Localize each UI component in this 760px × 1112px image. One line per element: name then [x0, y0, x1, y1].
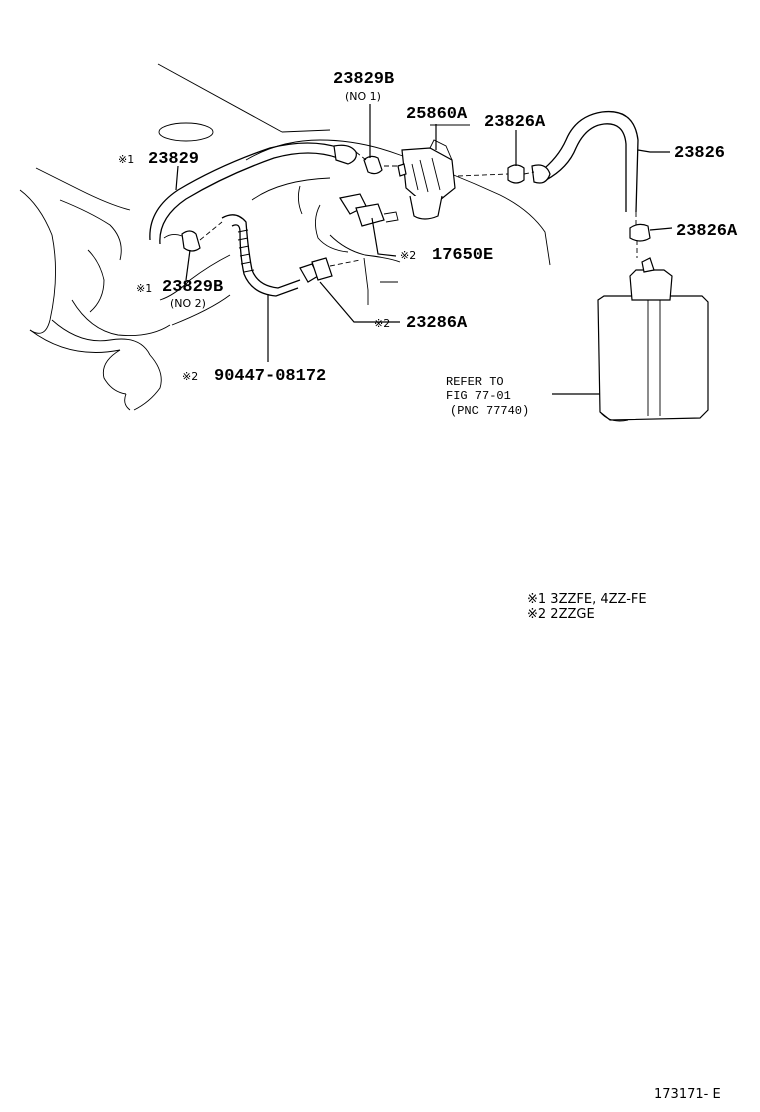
check-valve-23286a [299, 257, 361, 283]
engine-outline [19, 63, 551, 411]
label-23829: ※1 23829 [118, 150, 199, 169]
label-23829b-no2: ※1 23829B (NO 2) [136, 278, 223, 310]
reference-note: REFER TO FIG 77-01 (PNC 77740) [446, 375, 529, 418]
part-number-23826a-top: 23826A [484, 113, 546, 132]
clamp-23829b-no2 [163, 230, 201, 252]
reference-line-3: (PNC 77740) [450, 404, 529, 418]
charcoal-canister [597, 212, 709, 422]
part-number-23826a-right: 23826A [676, 222, 738, 241]
part-number-23826: 23826 [674, 144, 725, 163]
clamp-23826a-top [507, 164, 525, 184]
legend: ※1 3ZZFE, 4ZZ-FE ※2 2ZZGE [527, 592, 647, 622]
clamp-23826a-right [629, 223, 651, 242]
figure-code: 173171- E [654, 1087, 721, 1102]
vsv-25860a [397, 139, 456, 220]
label-90447-08172: ※2 90447-08172 [182, 367, 326, 386]
part-note-no1: (NO 1) [345, 90, 381, 103]
part-number-23286a: 23286A [406, 314, 468, 333]
part-number-23829b-no2: 23829B [162, 278, 223, 297]
dashed-connectors [199, 151, 535, 241]
part-note-no2: (NO 2) [170, 297, 206, 310]
mark-23286a: ※2 [374, 317, 390, 330]
ring-clamp [158, 122, 214, 142]
label-17650e: ※2 17650E [400, 246, 493, 265]
mark-90447: ※2 [182, 370, 198, 383]
part-number-23829b-no1: 23829B [333, 70, 394, 89]
hose-90447-08172 [221, 214, 301, 297]
label-23829b-no1: 23829B (NO 1) [333, 70, 394, 103]
part-number-25860a: 25860A [406, 105, 468, 124]
mark-17650e: ※2 [400, 249, 416, 262]
part-number-17650e: 17650E [432, 246, 493, 265]
leader-lines [175, 104, 673, 395]
legend-line-2: ※2 2ZZGE [527, 607, 595, 622]
mark-23829b-no2: ※1 [136, 282, 152, 295]
part-number-23829: 23829 [148, 150, 199, 169]
legend-line-1: ※1 3ZZFE, 4ZZ-FE [527, 592, 647, 607]
reference-line-1: REFER TO [446, 375, 504, 389]
reference-line-2: FIG 77-01 [446, 389, 511, 403]
valve-17650e [339, 193, 399, 227]
part-number-90447-08172: 90447-08172 [214, 367, 326, 386]
hose-23829 [149, 142, 357, 245]
clamp-23829b-no1 [363, 155, 383, 175]
label-23286a: ※2 23286A [374, 314, 468, 333]
mark-23829: ※1 [118, 153, 134, 166]
hose-23826 [531, 110, 639, 213]
